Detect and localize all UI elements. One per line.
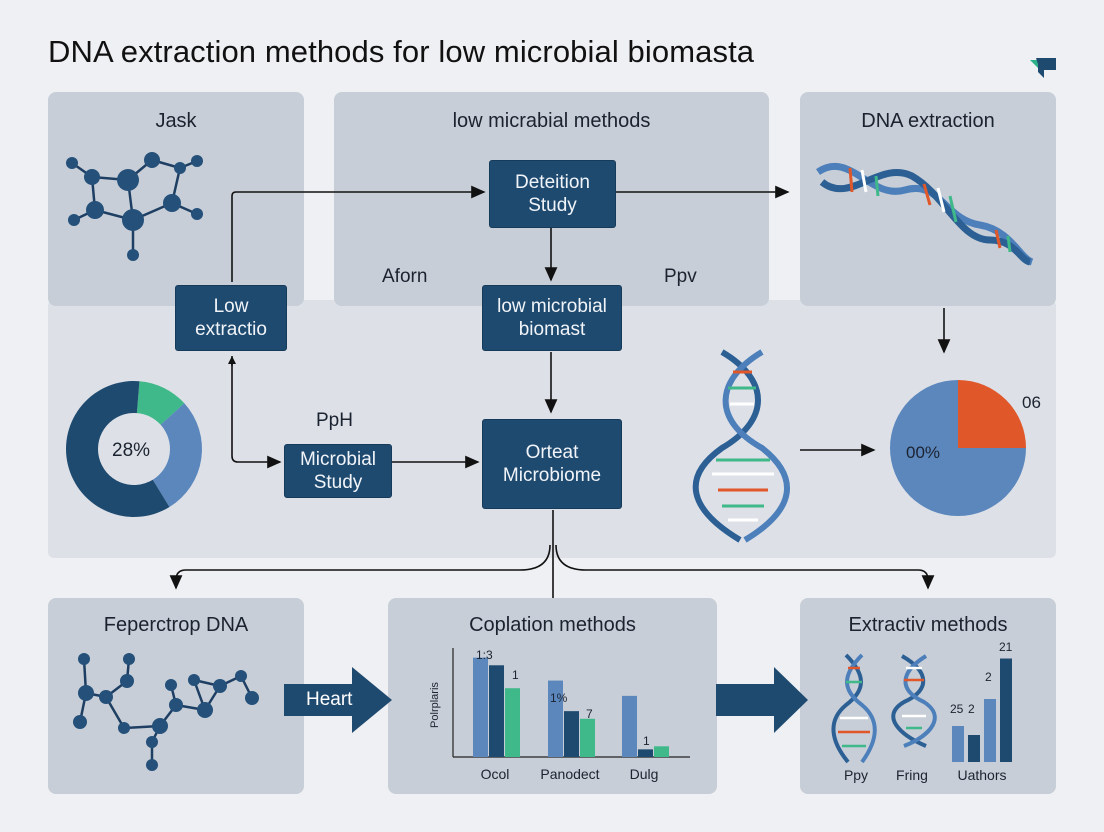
panel-extractiv: Extractiv methods: [800, 598, 1056, 794]
chart2-tick-label: Ppy: [844, 767, 868, 783]
panel-jask-title: Jask: [155, 110, 197, 132]
label-pph: PpH: [316, 410, 353, 431]
chart2-tick-label: Fring: [896, 767, 928, 783]
chart1-bar: [638, 749, 653, 757]
node-low-microbial-biomast[interactable]: low microbial biomast: [482, 285, 622, 351]
label-ppv: Ppv: [664, 266, 697, 287]
chart2-data-label: 2: [968, 702, 975, 716]
label-aforn: Aforn: [382, 266, 428, 287]
panel-extractiv-title: Extractiv methods: [848, 614, 1008, 636]
donut-center-label: 28%: [112, 440, 151, 461]
heart-arrow: [284, 667, 392, 733]
chart1-tick-label: Dulg: [630, 766, 659, 782]
node-deteition-study[interactable]: Deteition Study: [489, 160, 616, 228]
logo-icon: [1030, 58, 1056, 78]
dna-helix-icon-vertical: [692, 349, 790, 543]
pie-center-label: 00%: [906, 443, 941, 462]
chart1-tick-label: Ocol: [481, 766, 510, 782]
donut-chart: [66, 381, 202, 517]
pie-chart: [890, 380, 1026, 516]
chart1-bar: [622, 695, 637, 757]
page-title: DNA extraction methods for low microbial…: [48, 34, 755, 69]
chart1-data-label: 1%: [550, 691, 568, 705]
dna-helix-icon-diagonal: [816, 162, 1034, 266]
dna-helix-icon-small-1: [831, 653, 877, 764]
chart1-tick-label: Panodect: [540, 766, 599, 782]
panel-dna-extraction-title: DNA extraction: [861, 110, 995, 132]
chart1-y-label: Polrplaris: [429, 682, 441, 728]
chart1-data-label: 1: [512, 668, 519, 682]
donut-segment-blue: [152, 403, 202, 508]
chart2-data-label: 25: [950, 702, 964, 716]
node-low-extractio[interactable]: Low extractio: [175, 285, 287, 351]
chart1-bar: [580, 718, 595, 757]
chart1-data-label: 1: [643, 734, 650, 748]
node-microbial-study[interactable]: Microbial Study: [284, 444, 392, 498]
chart1-data-label: 1:3: [476, 648, 493, 662]
chart2-bar: [952, 726, 964, 762]
donut-segment-navy: [66, 381, 170, 517]
pie-slice-blue: [890, 380, 1026, 516]
chart2-bar: [1000, 658, 1012, 762]
chart1-bar: [473, 657, 488, 757]
chart1-bar: [489, 665, 504, 757]
node-orteat-microbiome[interactable]: Orteat Microbiome: [482, 419, 622, 509]
chart1-bar: [505, 688, 520, 757]
pie-slice-orange: [958, 380, 1026, 448]
dna-helix-icon-small-2: [891, 654, 937, 748]
molecule-icon-bottom: [78, 658, 254, 765]
right-block-arrow: [716, 667, 808, 733]
panel-coplation-title: Coplation methods: [469, 614, 636, 636]
chart2-tick-label: Uathors: [957, 767, 1006, 783]
panel-feperctrop-title: Feperctrop DNA: [103, 614, 249, 636]
heart-arrow-label: Heart: [306, 689, 353, 710]
chart1-data-label: 7: [586, 707, 593, 721]
pie-side-label: 06: [1022, 393, 1041, 412]
chart2-bar: [968, 735, 980, 762]
donut-segment-green: [136, 381, 185, 425]
chart2-data-label: 21: [999, 640, 1013, 654]
chart1-bar: [548, 680, 563, 757]
chart1-bar: [564, 711, 579, 757]
panel-low-micrabial-title: low micrabial methods: [452, 110, 651, 132]
chart1-bar: [654, 746, 669, 757]
chart2-data-label: 2: [985, 670, 992, 684]
chart2-bar: [984, 699, 996, 762]
